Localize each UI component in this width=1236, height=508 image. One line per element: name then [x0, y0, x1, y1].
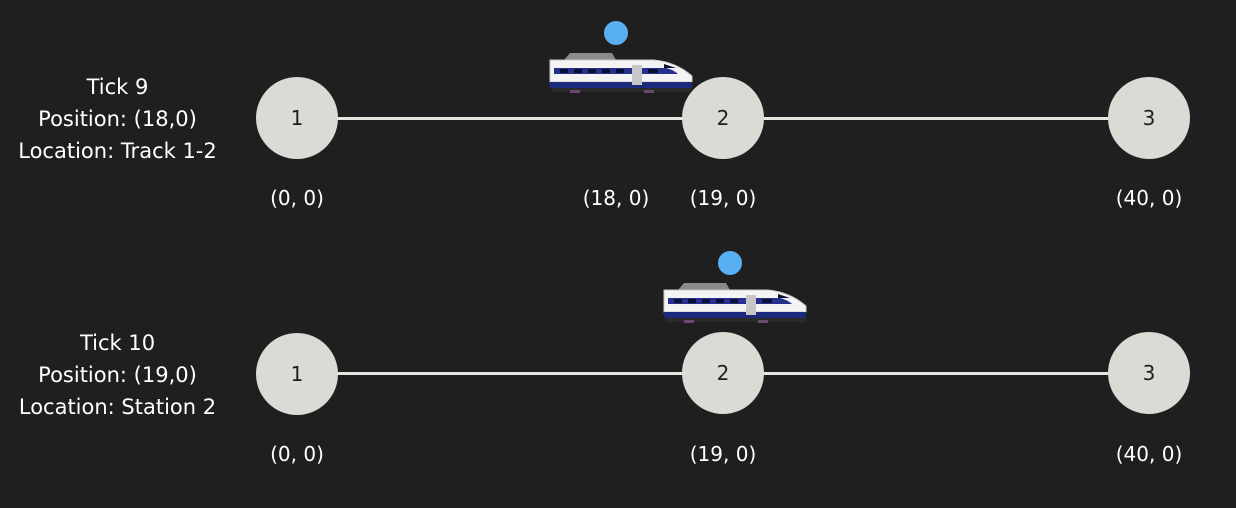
track-2-3 [723, 117, 1149, 120]
coord-label-station-1: (0, 0) [270, 186, 324, 210]
coord-label-station-3: (40, 0) [1115, 442, 1183, 466]
coord-label-station-1: (0, 0) [270, 442, 324, 466]
track-1-2 [297, 117, 723, 120]
coord-label-train: (18, 0) [582, 186, 650, 210]
station-label: 2 [716, 361, 730, 385]
coord-label-station-2: (19, 0) [689, 186, 757, 210]
location-label: Location: Station 2 [18, 395, 217, 419]
station-node-1: 1 [256, 333, 338, 415]
station-label: 1 [290, 362, 304, 386]
track-2-3 [723, 372, 1149, 375]
station-label: 2 [716, 106, 730, 130]
location-label: Location: Track 1-2 [18, 139, 217, 163]
tick-label: Tick 9 [86, 75, 149, 99]
track-1-2 [297, 372, 723, 375]
station-node-3: 3 [1108, 332, 1190, 414]
position-marker-icon [718, 251, 742, 275]
position-label: Position: (19,0) [38, 363, 197, 387]
station-node-2: 2 [682, 332, 764, 414]
station-label: 3 [1142, 361, 1156, 385]
train-icon [549, 53, 693, 93]
station-node-2: 2 [682, 77, 764, 159]
train-icon [663, 283, 807, 323]
train-status-info: Tick 10 Position: (19,0) Location: Stati… [0, 327, 235, 423]
train-status-info: Tick 9 Position: (18,0) Location: Track … [0, 71, 235, 167]
tick-label: Tick 10 [79, 331, 156, 355]
station-label: 1 [290, 106, 304, 130]
position-label: Position: (18,0) [38, 107, 197, 131]
station-node-1: 1 [256, 77, 338, 159]
coord-label-station-2: (19, 0) [689, 442, 757, 466]
station-node-3: 3 [1108, 77, 1190, 159]
tick-10-panel: Tick 10 Position: (19,0) Location: Stati… [0, 251, 1236, 508]
position-marker-icon [604, 21, 628, 45]
coord-label-station-3: (40, 0) [1115, 186, 1183, 210]
station-label: 3 [1142, 106, 1156, 130]
tick-9-panel: Tick 9 Position: (18,0) Location: Track … [0, 0, 1236, 252]
